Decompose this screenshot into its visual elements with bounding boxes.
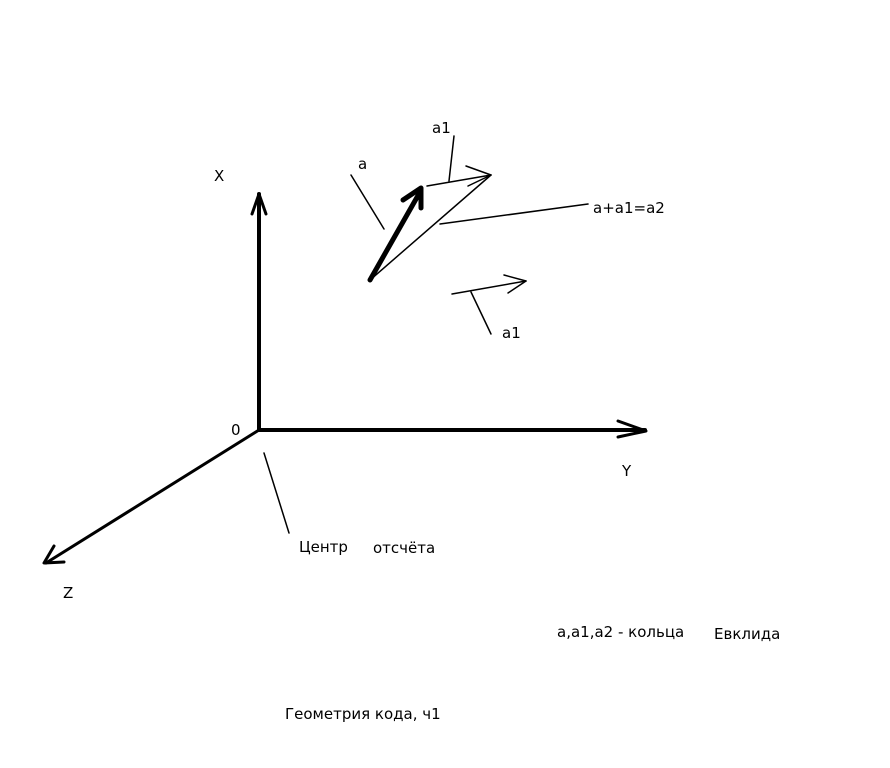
vector-a1-bottom-arrowhead <box>503 274 527 294</box>
caption: Геометрия кода, ч1 <box>285 705 441 723</box>
vector-a-arrowhead <box>400 185 424 211</box>
z-axis-label: Z <box>63 584 74 602</box>
rings-annotation-part2: Евклида <box>714 625 781 643</box>
vector-a <box>367 189 423 283</box>
origin-annotation-word2: отсчёта <box>373 539 436 557</box>
vector-a1-top <box>426 174 492 187</box>
x-axis-label: X <box>214 167 225 185</box>
vector-a1-top-arrowhead <box>465 165 492 187</box>
y-axis-arrowhead <box>616 419 648 439</box>
x-axis-arrowhead <box>250 192 268 216</box>
z-axis-arrowhead <box>42 544 66 565</box>
origin-label: 0 <box>231 421 241 439</box>
z-axis <box>44 428 261 565</box>
vector-a1-bottom-label: a1 <box>502 324 521 342</box>
vector-a2 <box>369 174 492 281</box>
leader-origin <box>263 452 290 534</box>
leader-a2 <box>439 203 589 225</box>
leader-a1-top <box>448 135 455 182</box>
vector-a1-bottom <box>451 280 527 295</box>
leader-a <box>350 174 385 230</box>
rings-annotation-part1: a,a1,a2 - кольца <box>557 623 685 641</box>
origin-annotation-word1: Центр <box>299 538 348 556</box>
y-axis-label: Y <box>622 462 632 480</box>
vector-a1-top-label: a1 <box>432 119 451 137</box>
leader-a1-bottom <box>470 291 492 335</box>
vector-sum-label: a+a1=a2 <box>593 199 665 217</box>
vector-a-label: a <box>358 155 368 173</box>
